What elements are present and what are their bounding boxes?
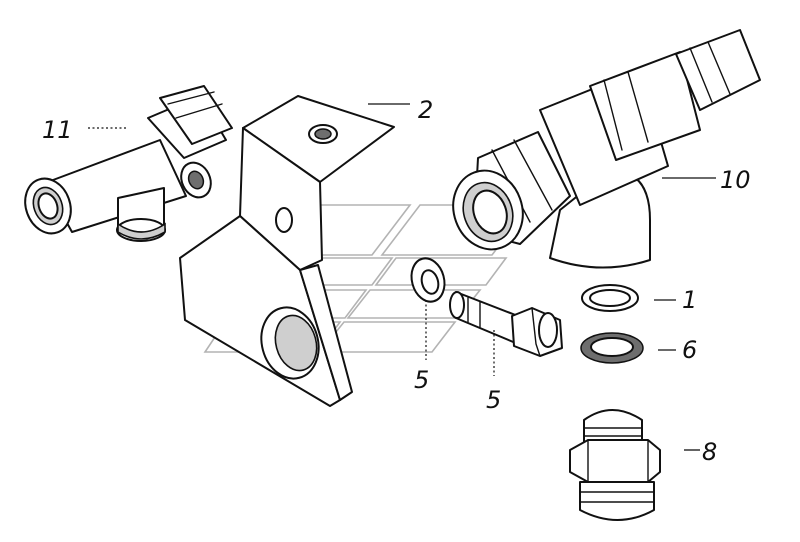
callout-10: 10 xyxy=(720,166,751,194)
leader-lines xyxy=(88,103,716,451)
bolt-part-5 xyxy=(449,291,563,357)
callout-5-washer: 5 xyxy=(414,366,429,394)
elbow-fitting-part-10 xyxy=(452,29,761,269)
tee-fitting-part-11 xyxy=(24,85,233,242)
bracket-part-2 xyxy=(179,95,395,407)
callout-11: 11 xyxy=(42,116,73,144)
callout-6: 6 xyxy=(682,336,697,364)
sealing-ring-part-1 xyxy=(581,284,639,312)
callout-2: 2 xyxy=(418,96,433,124)
callout-8: 8 xyxy=(702,438,717,466)
callout-1: 1 xyxy=(682,286,697,314)
washer-part-5 xyxy=(410,257,446,303)
sealing-ring-part-6 xyxy=(580,332,644,364)
callout-5-bolt: 5 xyxy=(486,386,501,414)
adapter-fitting-part-8 xyxy=(569,409,661,521)
